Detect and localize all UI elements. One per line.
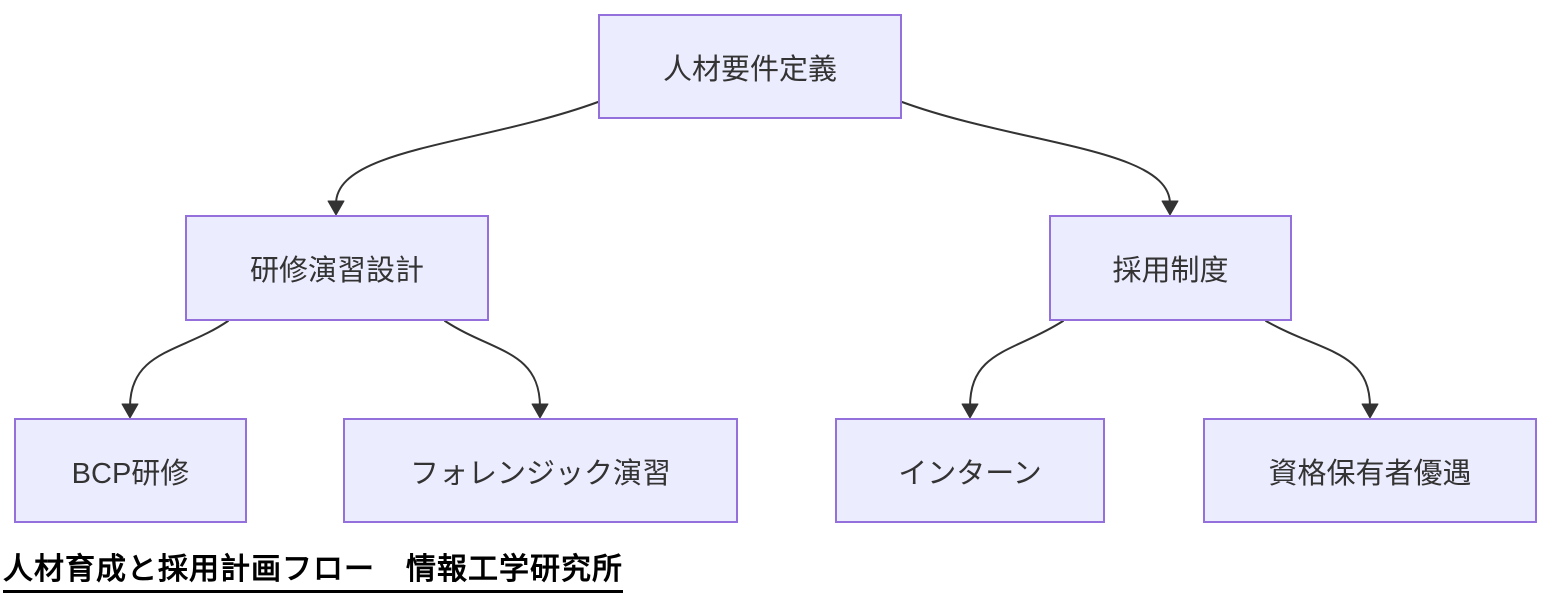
arrowhead-bcp — [121, 403, 139, 419]
node-qualified-preference-label: 資格保有者優遇 — [1268, 457, 1472, 490]
node-training-design: 研修演習設計 — [185, 215, 489, 321]
edge-recruitment-to-qualified — [1265, 320, 1371, 408]
node-recruitment: 採用制度 — [1049, 215, 1292, 321]
arrowhead-recruitment — [1161, 200, 1179, 216]
arrowhead-training — [327, 200, 345, 216]
arrowhead-forensic — [531, 403, 549, 419]
edge-training-to-forensic — [444, 320, 541, 408]
node-training-design-label: 研修演習設計 — [249, 255, 424, 287]
node-intern-label: インターン — [898, 457, 1042, 490]
node-forensic-exercise: フォレンジック演習 — [343, 418, 738, 523]
edge-requirements-to-training — [335, 101, 599, 205]
node-requirements: 人材要件定義 — [598, 14, 902, 119]
edge-requirements-to-recruitment — [901, 101, 1171, 205]
arrowhead-intern — [961, 403, 979, 419]
arrowhead-qualified — [1361, 403, 1379, 419]
node-forensic-exercise-label: フォレンジック演習 — [409, 457, 671, 490]
edge-recruitment-to-intern — [969, 320, 1064, 408]
node-bcp-training: BCP研修 — [14, 418, 247, 523]
node-bcp-training-label: BCP研修 — [71, 457, 190, 490]
node-qualified-preference: 資格保有者優遇 — [1203, 418, 1537, 523]
edge-training-to-bcp — [129, 320, 229, 408]
node-recruitment-label: 採用制度 — [1112, 255, 1229, 287]
diagram-caption: 人材育成と採用計画フロー 情報工学研究所 — [3, 552, 623, 593]
node-intern: インターン — [835, 418, 1105, 523]
node-requirements-label: 人材要件定義 — [662, 53, 837, 86]
